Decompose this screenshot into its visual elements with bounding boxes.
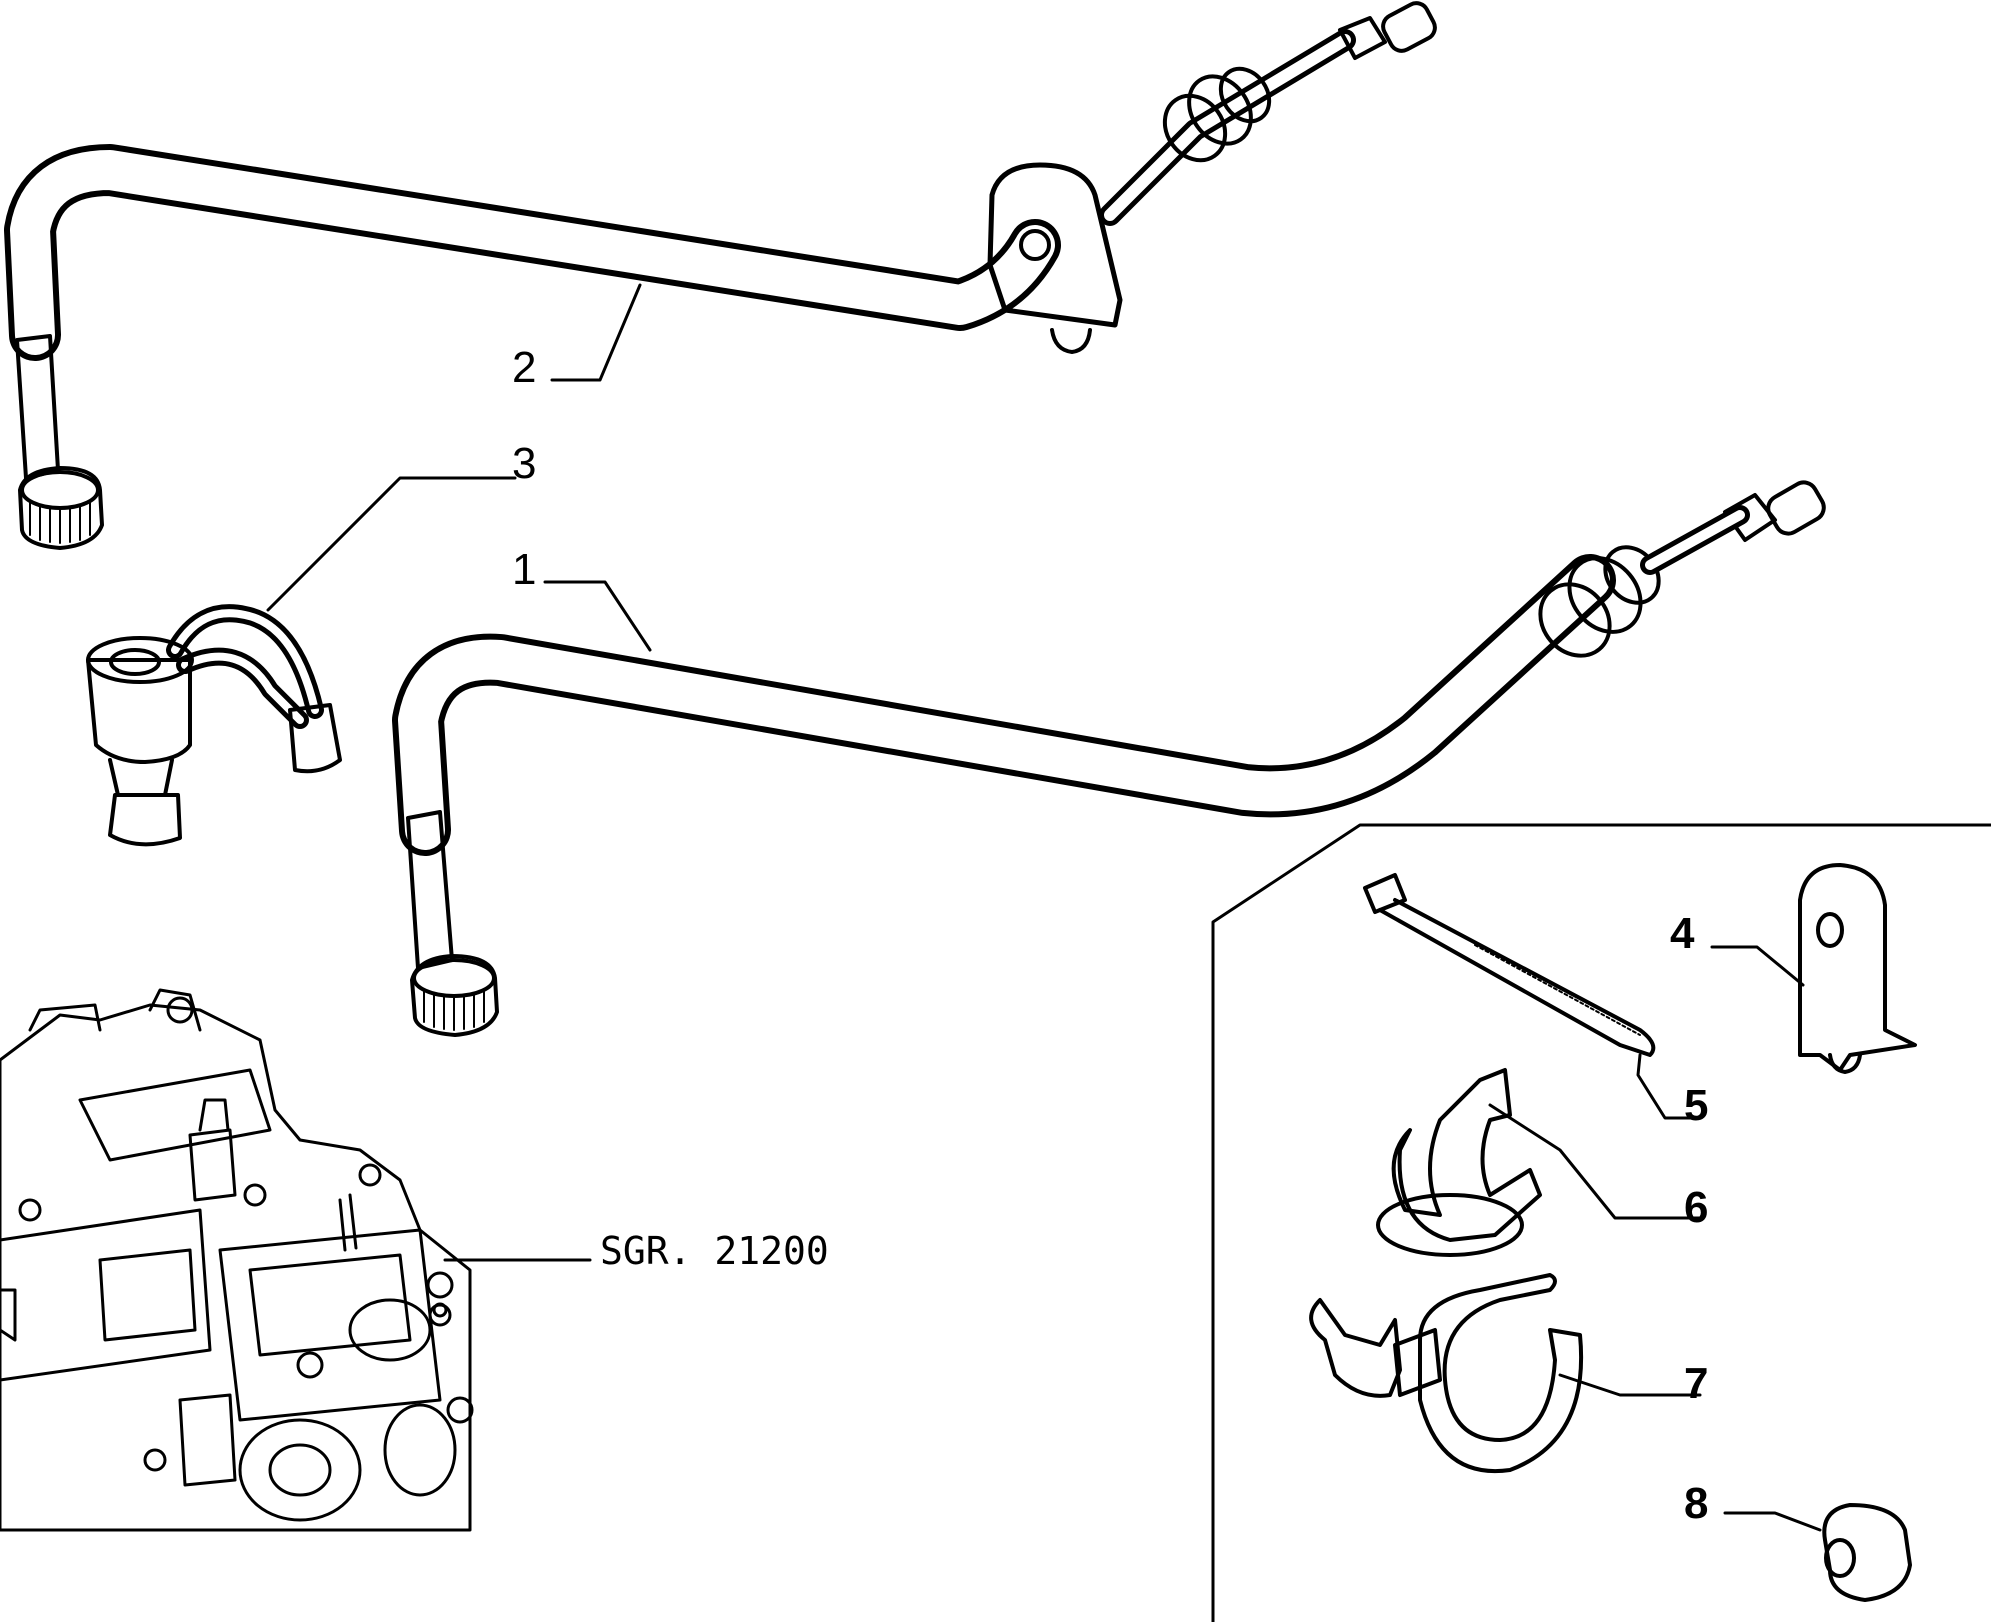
- cable-tie-5: [1363, 873, 1656, 1057]
- label-5: 5: [1684, 1081, 1708, 1130]
- label-4: 4: [1670, 909, 1695, 958]
- cable-2: [4, 1, 1437, 550]
- gearbox-illustration: [0, 988, 474, 1532]
- reference-label: SGR. 21200: [600, 1229, 829, 1273]
- label-3: 3: [512, 439, 536, 488]
- bush-8: [1822, 1503, 1912, 1602]
- cable-1: [392, 480, 1826, 1037]
- label-1: 1: [512, 545, 536, 594]
- bracket-4: [1798, 863, 1917, 1074]
- sensor-3: [86, 604, 342, 847]
- label-6: 6: [1684, 1183, 1708, 1232]
- clip-7: [1309, 1273, 1584, 1474]
- accessories-inset: [1211, 823, 1991, 1622]
- leader-lines: [266, 283, 1822, 1532]
- label-7: 7: [1684, 1359, 1708, 1408]
- clip-6: [1376, 1068, 1542, 1257]
- label-2: 2: [512, 343, 536, 392]
- label-8: 8: [1684, 1479, 1708, 1528]
